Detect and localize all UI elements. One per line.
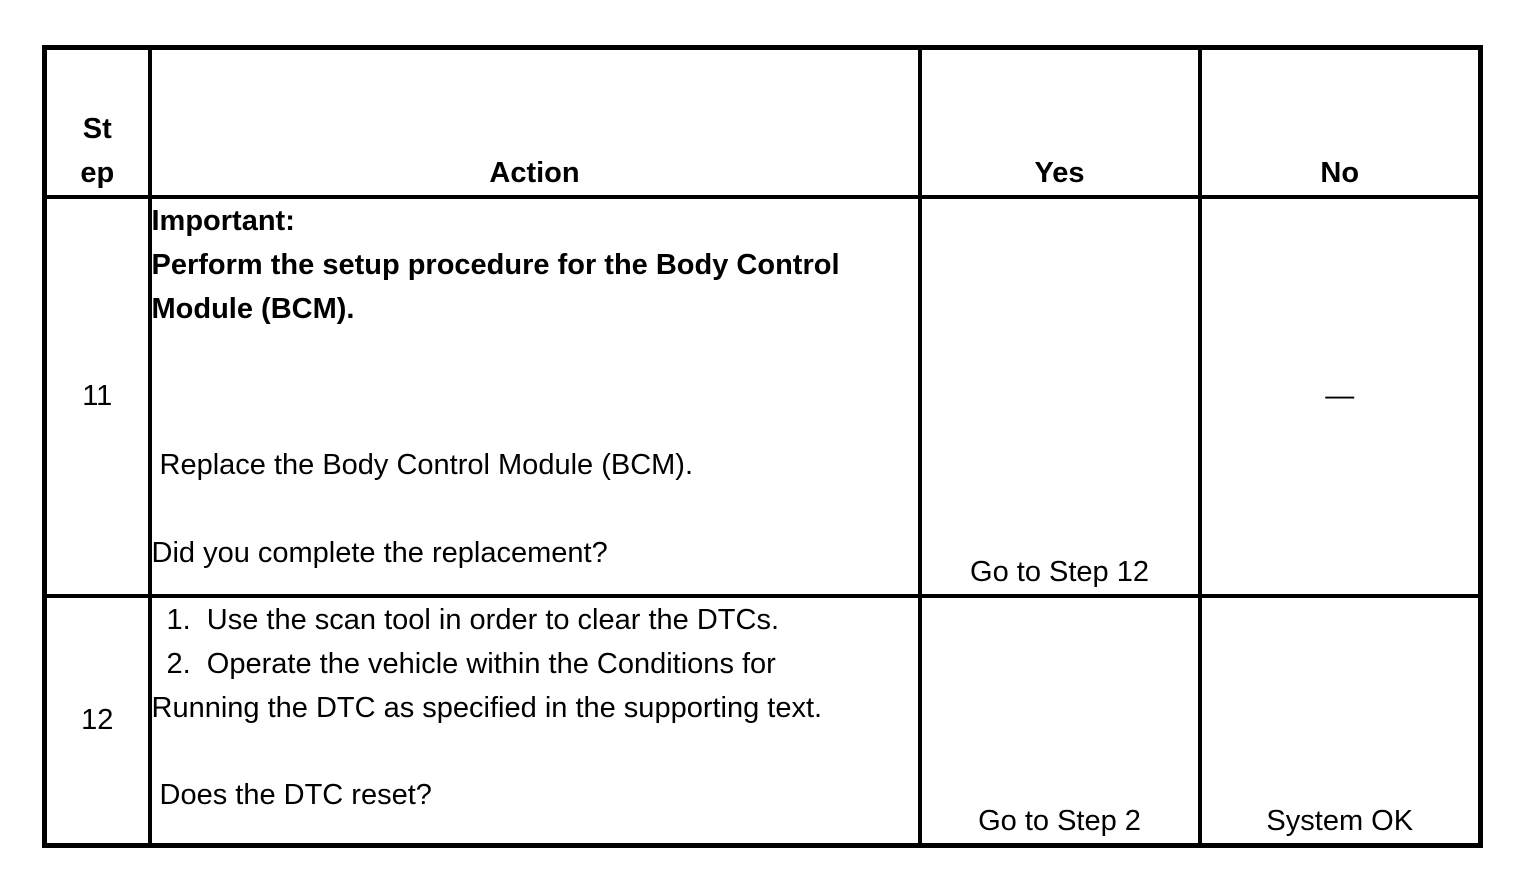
table-row-step-12: 12 1. Use the scan tool in order to clea… bbox=[42, 593, 1483, 848]
replace-instruction: Replace the Body Control Module (BCM). bbox=[159, 448, 694, 481]
table-row-step-11: 11 Important: Perform the setup procedur… bbox=[42, 194, 1483, 598]
step-12-number: 12 bbox=[42, 593, 152, 848]
list-item-1: 1. Use the scan tool in order to clear t… bbox=[166, 603, 780, 636]
step-12-yes-result: Go to Step 2 bbox=[917, 593, 1202, 848]
list-item-2: 2. Operate the vehicle within the Condit… bbox=[166, 647, 776, 680]
yes-column-header: Yes bbox=[917, 45, 1202, 199]
no-column-header: No bbox=[1197, 45, 1483, 199]
step-12-action: 1. Use the scan tool in order to clear t… bbox=[147, 593, 922, 848]
reset-question: Does the DTC reset? bbox=[159, 778, 432, 811]
step-11-action: Important: Perform the setup procedure f… bbox=[147, 194, 922, 598]
action-column-header: Action bbox=[147, 45, 922, 199]
step-12-no-result: System OK bbox=[1197, 593, 1483, 848]
header-row: St ep Action Yes No bbox=[42, 45, 1483, 199]
list-item-2-continuation: Running the DTC as specified in the supp… bbox=[151, 691, 823, 724]
important-note: Important: Perform the setup procedure f… bbox=[151, 204, 840, 325]
diagnostic-table: St ep Action Yes No 11 Important: Perfor… bbox=[42, 45, 1483, 848]
step-11-number: 11 bbox=[42, 194, 152, 598]
step-11-no-result: — bbox=[1197, 194, 1483, 598]
step-column-header: St ep bbox=[42, 45, 152, 199]
step-11-yes-result: Go to Step 12 bbox=[917, 194, 1202, 598]
completion-question: Did you complete the replacement? bbox=[151, 536, 608, 569]
